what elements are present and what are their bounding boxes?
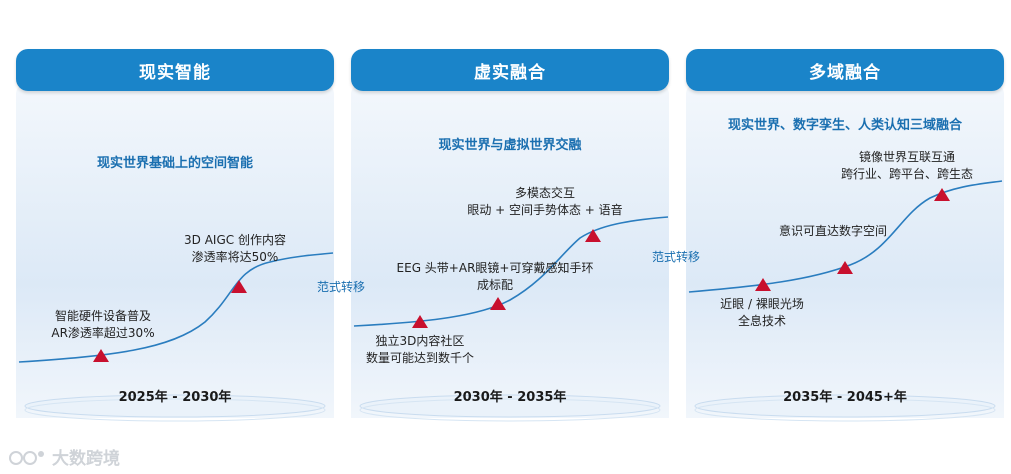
panel-1-background — [16, 84, 334, 418]
panel-3-background — [686, 84, 1004, 418]
milestone-line: 独立3D内容社区 — [375, 334, 465, 348]
milestone-label: 近眼 / 裸眼光场 全息技术 — [712, 296, 812, 330]
milestone-line: 成标配 — [476, 278, 513, 292]
milestone-line: 智能硬件设备普及 — [54, 309, 151, 323]
panel-3-pedestal — [694, 394, 996, 422]
milestone-line: 意识可直达数字空间 — [778, 224, 887, 238]
panel-1-title: 现实智能 — [16, 49, 334, 91]
milestone-label: EEG 头带+AR眼镜+可穿戴感知手环 成标配 — [390, 260, 600, 294]
milestone-line: 跨行业、跨平台、跨生态 — [840, 167, 973, 181]
paradigm-shift-label-2: 范式转移 — [652, 250, 701, 264]
panel-3-curve — [688, 180, 1003, 293]
milestone-line: 3D AIGC 创作内容 — [184, 233, 286, 247]
panel-2-pedestal — [359, 394, 661, 422]
milestone-label: 3D AIGC 创作内容 渗透率将达50% — [165, 232, 305, 266]
panel-2-background — [351, 84, 669, 418]
milestone-marker — [93, 349, 109, 362]
watermark: 大数跨境 — [8, 444, 120, 469]
milestone-line: 镜像世界互联互通 — [858, 150, 955, 164]
panel-1-pedestal — [24, 394, 326, 422]
milestone-label: 意识可直达数字空间 — [768, 223, 898, 240]
milestone-line: EEG 头带+AR眼镜+可穿戴感知手环 — [396, 261, 594, 275]
panel-3-subtitle: 现实世界、数字孪生、人类认知三域融合 — [727, 118, 962, 133]
milestone-label: 智能硬件设备普及 AR渗透率超过30% — [38, 308, 168, 342]
milestone-label: 独立3D内容社区 数量可能达到数千个 — [360, 333, 480, 367]
panel-1-subtitle: 现实世界基础上的空间智能 — [96, 156, 253, 171]
panel-2-period: 2030年 - 2035年 — [453, 390, 567, 405]
milestone-line: 眼动 + 空间手势体态 + 语音 — [467, 203, 623, 217]
panel-2-title: 虚实融合 — [351, 49, 669, 91]
milestone-line: AR渗透率超过30% — [51, 326, 155, 340]
paradigm-shift-label-1: 范式转移 — [317, 280, 366, 294]
milestone-line: 多模态交互 — [514, 186, 575, 200]
milestone-marker — [585, 229, 601, 242]
milestone-line: 数量可能达到数千个 — [365, 351, 474, 365]
milestone-marker — [755, 278, 771, 291]
panel-3-title: 多域融合 — [686, 49, 1004, 91]
milestone-marker — [837, 261, 853, 274]
milestone-marker — [934, 188, 950, 201]
milestone-line: 渗透率将达50% — [191, 250, 279, 264]
watermark-logo-icon — [9, 450, 44, 465]
panel-1-period: 2025年 - 2030年 — [118, 390, 232, 405]
watermark-text: 大数跨境 — [52, 449, 120, 469]
milestone-label: 多模态交互 眼动 + 空间手势体态 + 语音 — [460, 185, 630, 219]
milestone-line: 近眼 / 裸眼光场 — [720, 297, 804, 311]
milestone-label: 镜像世界互联互通 跨行业、跨平台、跨生态 — [832, 149, 982, 183]
panel-2-curve — [353, 216, 669, 327]
panel-3-period: 2035年 - 2045+年 — [783, 390, 907, 405]
milestone-marker — [490, 297, 506, 310]
milestone-line: 全息技术 — [737, 314, 786, 328]
panel-1-curve — [18, 252, 334, 363]
milestone-marker — [231, 280, 247, 293]
panel-2-subtitle: 现实世界与虚拟世界交融 — [438, 138, 582, 153]
milestone-marker — [412, 315, 428, 328]
